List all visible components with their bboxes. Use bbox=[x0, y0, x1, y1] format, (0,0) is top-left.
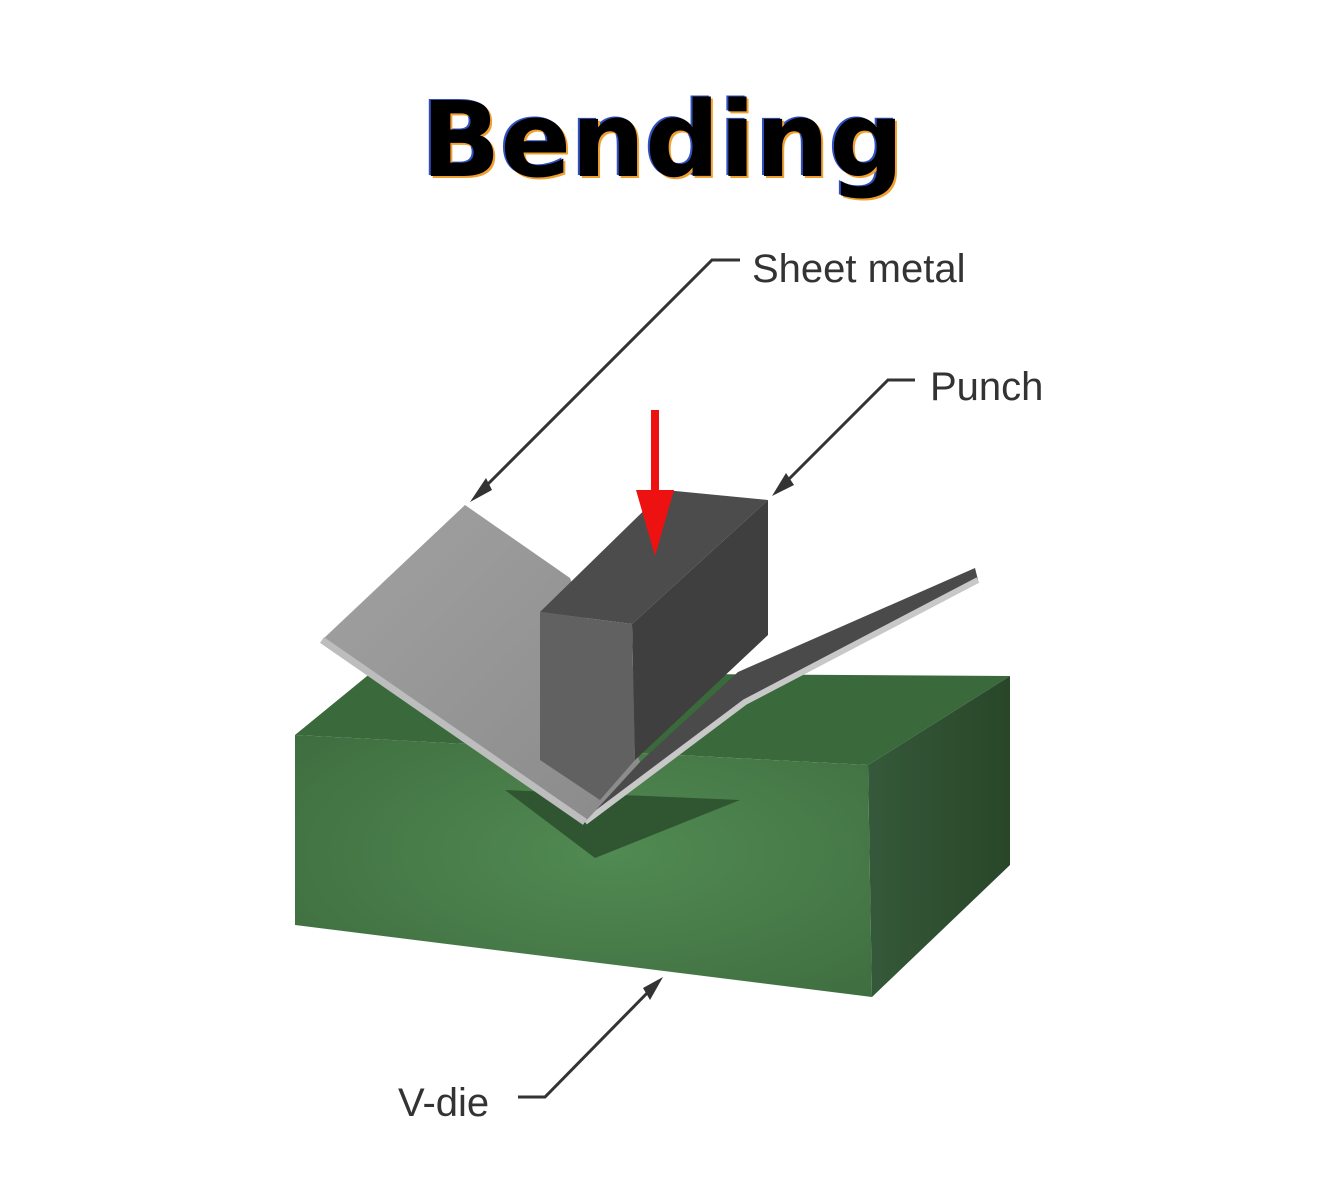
punch-leader-arrow-icon bbox=[772, 473, 794, 496]
sheet-metal-label: Sheet metal bbox=[752, 247, 965, 291]
v-die-label: V-die bbox=[398, 1081, 489, 1125]
punch-front-face bbox=[540, 612, 635, 800]
punch-leader bbox=[778, 378, 915, 490]
sheet-metal-right-edge bbox=[583, 577, 980, 825]
sheet-metal-leader bbox=[476, 258, 740, 496]
v-die-right-face bbox=[868, 676, 1010, 997]
v-die-leader-arrow-icon bbox=[643, 977, 663, 1000]
punch-label: Punch bbox=[930, 365, 1043, 409]
diagram-title: Bending bbox=[421, 79, 904, 201]
punch-top-face bbox=[540, 490, 768, 624]
sheet-metal-leader-arrow-icon bbox=[470, 478, 492, 502]
punch bbox=[540, 490, 768, 800]
v-die-leader bbox=[518, 983, 657, 1099]
leader-lines bbox=[470, 258, 915, 1099]
punch-side-face bbox=[632, 500, 768, 760]
sheet-metal-left-edge bbox=[320, 637, 587, 825]
force-arrow-icon bbox=[636, 410, 674, 556]
